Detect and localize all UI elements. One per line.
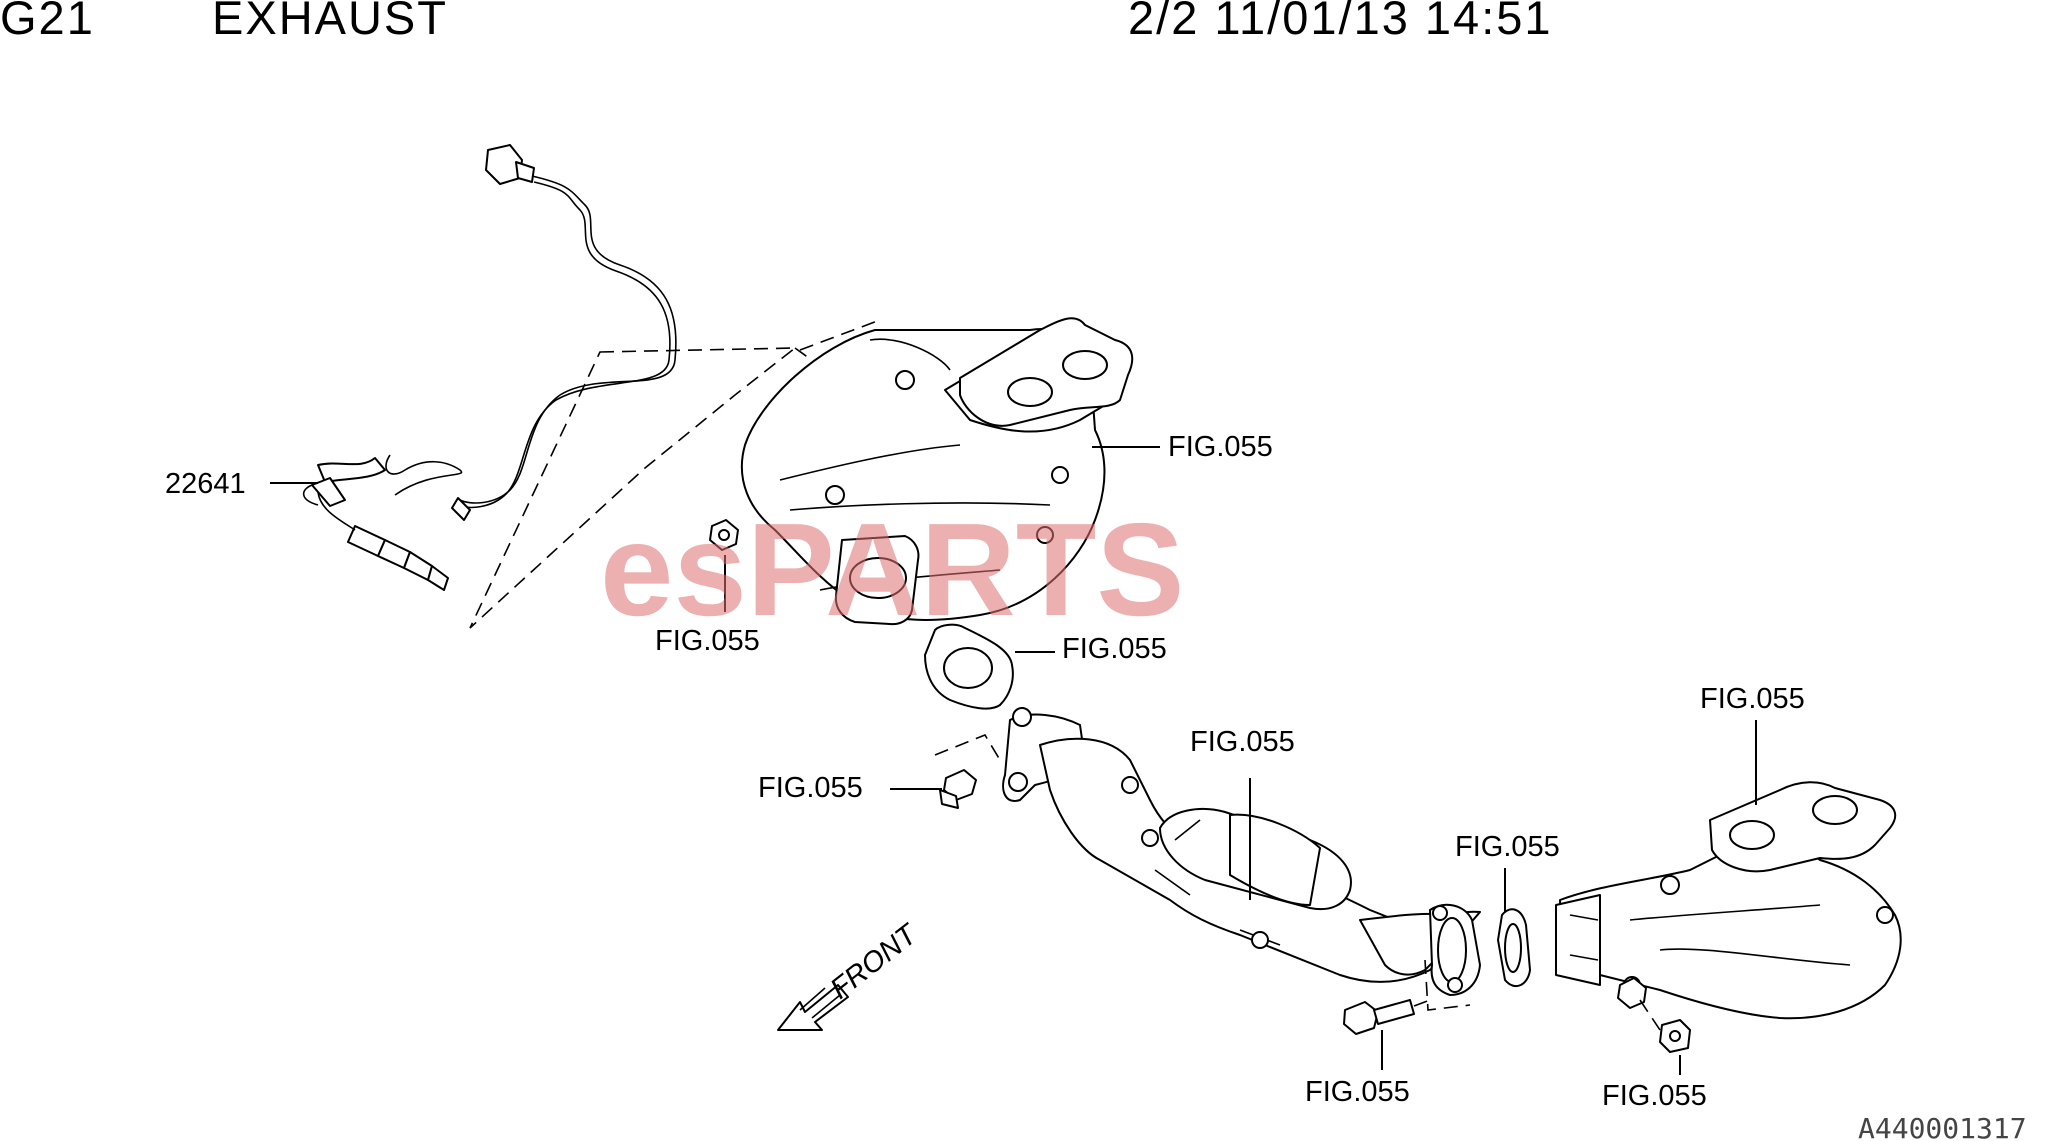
front-direction-arrow: FRONT [777, 917, 925, 1031]
rear-flange-bolt [1343, 999, 1431, 1035]
rear-exhaust-manifold [1555, 781, 1902, 1020]
part-label-22641[interactable]: 22641 [165, 468, 246, 500]
part-label-rear-bolt[interactable]: FIG.055 [1305, 1076, 1410, 1108]
part-label-manifold-nut[interactable]: FIG.055 [655, 625, 760, 657]
sensor-location-callout [469, 347, 798, 629]
rear-manifold-nut [1617, 977, 1691, 1053]
reference-code: A440001317 [1858, 1112, 2027, 1141]
part-label-front-pipe[interactable]: FIG.055 [1190, 726, 1295, 758]
part-label-rear-gasket[interactable]: FIG.055 [1455, 831, 1560, 863]
part-label-upper-manifold[interactable]: FIG.055 [1168, 431, 1273, 463]
part-label-rear-manifold[interactable]: FIG.055 [1700, 683, 1805, 715]
group-code: G21 [0, 0, 95, 44]
leader-lines [270, 446, 1757, 1075]
front-direction-label: FRONT [825, 917, 925, 1005]
group-title: EXHAUST [212, 0, 448, 44]
page-info: 2/2 11/01/13 14:51 [1128, 0, 1553, 44]
part-label-rear-nut[interactable]: FIG.055 [1602, 1080, 1707, 1112]
watermark: esPARTS [600, 496, 1184, 643]
front-pipe-bolt [934, 734, 1001, 809]
front-exhaust-pipe [1002, 707, 1481, 1011]
oxygen-sensor [302, 144, 677, 591]
part-label-front-bolt[interactable]: FIG.055 [758, 772, 863, 804]
upper-exhaust-manifold [740, 317, 1134, 626]
part-label-gasket[interactable]: FIG.055 [1062, 633, 1167, 665]
